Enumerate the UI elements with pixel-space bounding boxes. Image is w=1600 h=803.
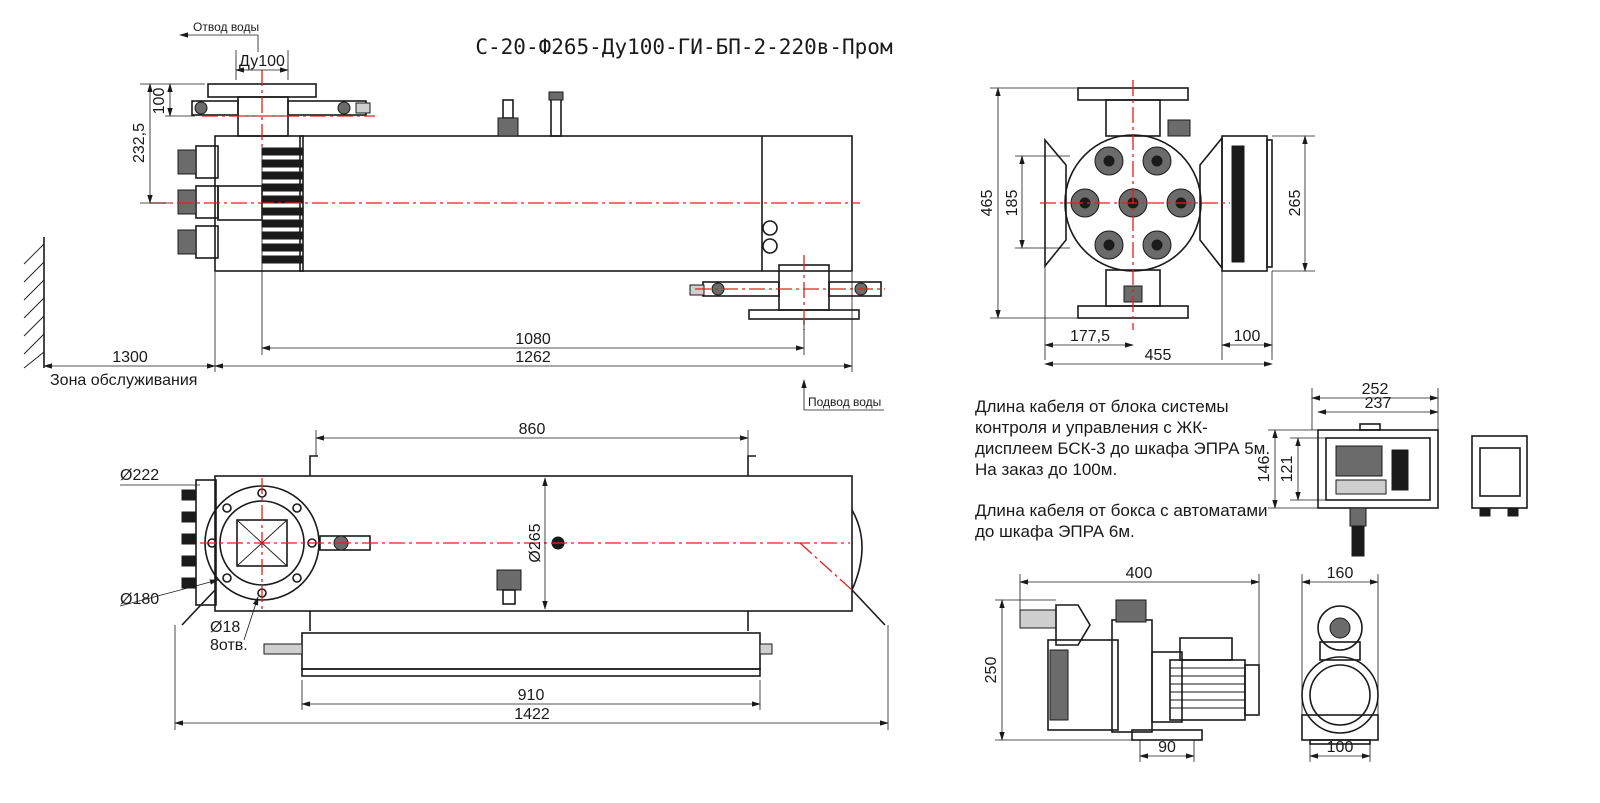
outlet-label: Отвод воды xyxy=(179,20,259,52)
dim-100-side: 100 xyxy=(1234,328,1261,345)
lamp-sockets xyxy=(1070,146,1196,260)
drawing-title: С-20-Ф265-Ду100-ГИ-БП-2-220в-Пром xyxy=(475,35,893,59)
svg-text:Отвод воды: Отвод воды xyxy=(193,20,259,34)
dim-250: 250 xyxy=(983,657,1000,684)
lamp-connectors xyxy=(261,147,303,264)
pump-housing xyxy=(1301,656,1379,734)
dim-160: 160 xyxy=(1327,565,1354,582)
top-view: 860 Ø265 Ø222 Ø180 Ø18 8отв. 910 1422 xyxy=(119,421,889,730)
front-view: Отвод воды Ду100 100 232,5 1080 1262 130… xyxy=(23,20,885,411)
pump-view: 400 250 90 160 100 xyxy=(983,565,1379,762)
dim-100-pump: 100 xyxy=(1327,739,1354,756)
dim-265-side: 265 xyxy=(1287,190,1304,217)
motor-fins xyxy=(1170,667,1245,709)
holes-count: 8отв. xyxy=(210,637,248,654)
dim-100-top: 100 xyxy=(151,88,168,115)
dim-diameter-265: Ø265 xyxy=(527,523,544,562)
wall-hatch xyxy=(23,237,45,369)
dim-177-5: 177,5 xyxy=(1070,328,1110,345)
dim-185: 185 xyxy=(1004,190,1021,217)
dim-du100: Ду100 xyxy=(239,53,285,70)
dim-90: 90 xyxy=(1158,739,1176,756)
dim-465: 465 xyxy=(979,190,996,217)
cable-note-2: Длина кабеля от бокса с автоматами до шк… xyxy=(975,501,1268,541)
dim-1300: 1300 xyxy=(112,349,148,366)
svg-text:Подвод воды: Подвод воды xyxy=(808,395,881,409)
dim-121: 121 xyxy=(1279,456,1296,483)
control-box-view: 252 237 146 121 xyxy=(1256,381,1528,557)
service-zone-label: Зона обслуживания xyxy=(50,372,197,389)
dim-diameter-180: Ø180 xyxy=(120,591,159,608)
dim-400: 400 xyxy=(1126,565,1153,582)
dim-1422: 1422 xyxy=(514,706,550,723)
dim-diameter-18: Ø18 xyxy=(210,619,240,636)
dim-146: 146 xyxy=(1256,456,1273,483)
end-view: 465 185 265 177,5 100 455 xyxy=(979,80,1315,367)
dim-252: 252 xyxy=(1362,381,1389,398)
dim-237: 237 xyxy=(1365,395,1392,412)
dim-1262: 1262 xyxy=(515,349,551,366)
cable-glands xyxy=(177,145,263,259)
top-fittings xyxy=(497,91,564,137)
cable-note-1: Длина кабеля от блока системы контроля и… xyxy=(975,397,1271,479)
dim-455: 455 xyxy=(1145,347,1172,364)
dim-910: 910 xyxy=(518,687,545,704)
dim-860: 860 xyxy=(519,421,546,438)
inlet-label: Подвод воды xyxy=(801,379,884,411)
dim-232-5: 232,5 xyxy=(131,123,148,163)
outlet-flange xyxy=(191,83,371,137)
dim-diameter-222: Ø222 xyxy=(120,467,159,484)
dim-1080: 1080 xyxy=(515,331,551,348)
